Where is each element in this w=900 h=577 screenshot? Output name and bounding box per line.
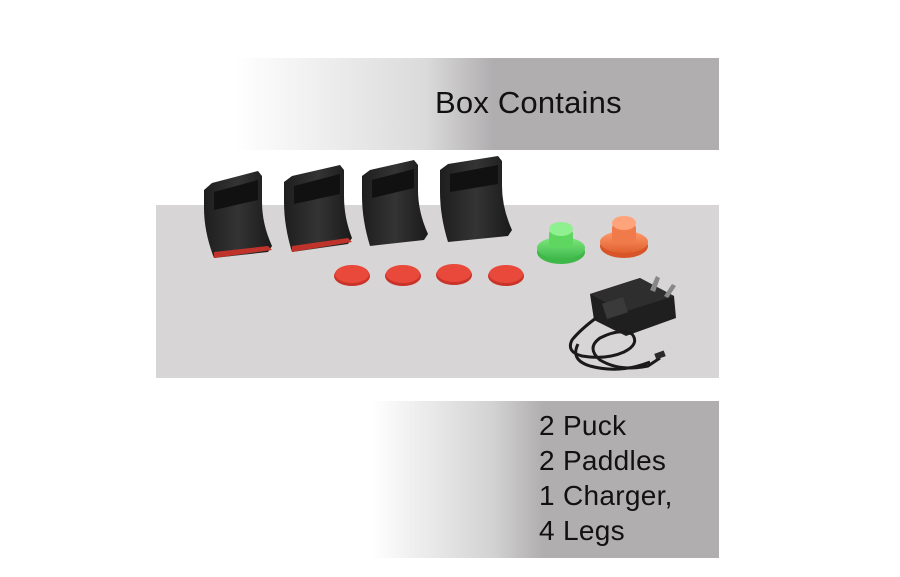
paddle-icon — [537, 222, 585, 264]
puck-icon — [436, 264, 472, 285]
box-contains-title: Box Contains — [435, 85, 622, 120]
contents-item-charger: 1 Charger, — [539, 480, 673, 511]
puck-icon — [488, 265, 524, 286]
contents-item-legs: 4 Legs — [539, 515, 625, 546]
contents-list: 2 Puck 2 Paddles 1 Charger, 4 Legs — [539, 408, 673, 548]
table-leg-icon — [362, 160, 428, 246]
title-banner: Box Contains — [155, 58, 719, 150]
table-leg-icon — [204, 171, 272, 258]
puck-icon — [385, 265, 421, 286]
paddle-icon — [600, 216, 648, 258]
contents-item-pucks: 2 Puck — [539, 410, 627, 441]
charger-icon — [568, 276, 676, 371]
contents-item-paddles: 2 Paddles — [539, 445, 667, 476]
puck-icon — [334, 265, 370, 286]
table-leg-icon — [440, 156, 512, 242]
table-leg-icon — [284, 165, 352, 252]
contents-banner: 2 Puck 2 Paddles 1 Charger, 4 Legs — [353, 401, 719, 558]
